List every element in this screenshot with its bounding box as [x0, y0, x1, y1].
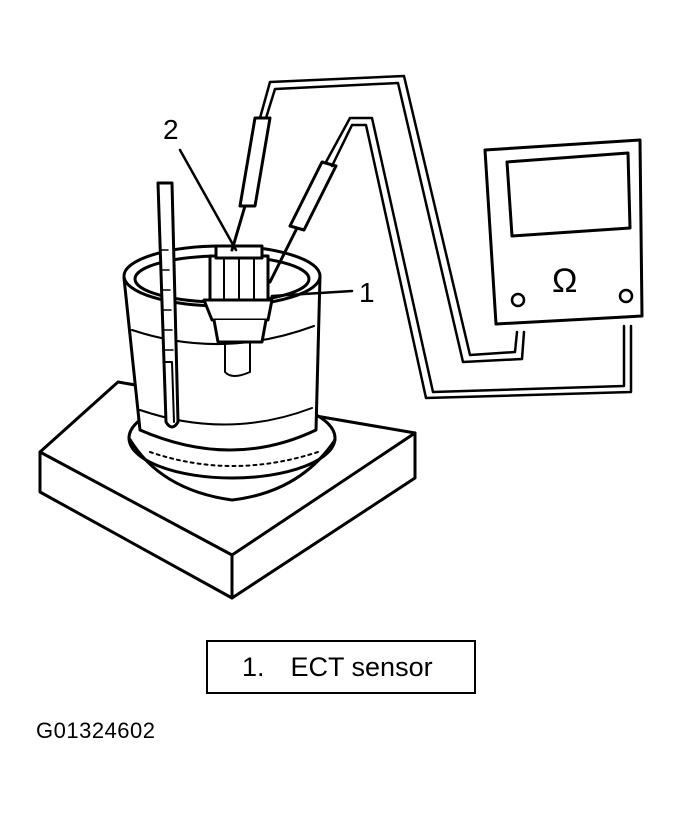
thermometer [156, 181, 180, 429]
callout-2: 2 [163, 114, 179, 145]
leader-lines [178, 148, 354, 298]
legend-number: 1. [242, 651, 265, 682]
test-lead-left [258, 74, 526, 364]
legend-box: 1. ECT sensor [206, 640, 476, 694]
ect-sensor-test-diagram: Ω [38, 74, 644, 600]
test-probe-left [230, 116, 272, 252]
ohm-symbol: Ω [552, 262, 577, 300]
ohmmeter [483, 138, 644, 326]
ect-sensor [202, 244, 274, 344]
legend-label: ECT sensor [290, 651, 433, 682]
callout-1: 1 [359, 277, 375, 308]
hot-plate-base [38, 380, 417, 600]
test-lead-right [324, 116, 633, 400]
figure-id: G01324602 [36, 718, 156, 743]
